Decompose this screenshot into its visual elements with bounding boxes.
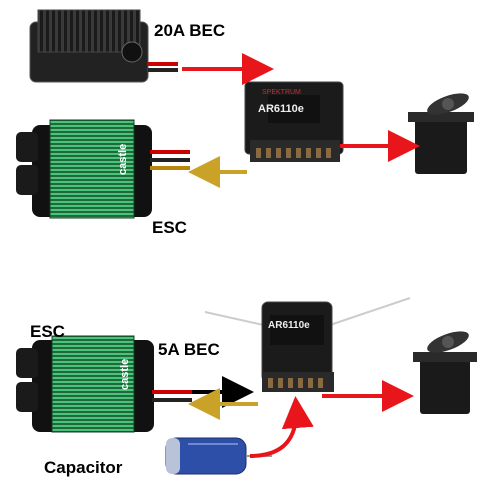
receiver-icon bbox=[204, 297, 411, 392]
esc-icon bbox=[16, 119, 190, 219]
capacitor-label: Capacitor bbox=[44, 458, 123, 477]
esc-bottom-label: ESC bbox=[30, 322, 65, 341]
bec-5a-label: 5A BEC bbox=[158, 340, 220, 359]
capacitor-icon bbox=[165, 437, 272, 475]
esc-top-label: ESC bbox=[152, 218, 187, 237]
receiver-model-bottom: AR6110e bbox=[268, 320, 310, 331]
servo-icon bbox=[413, 331, 477, 414]
esc-brand: castle bbox=[117, 144, 129, 175]
receiver-brand: SPEKTRUM bbox=[262, 89, 301, 96]
bec-module-icon bbox=[29, 9, 178, 83]
esc-brand-bottom: castle bbox=[119, 359, 131, 390]
receiver-model: AR6110e bbox=[258, 103, 304, 115]
bec-20a-label: 20A BEC bbox=[154, 21, 226, 40]
esc-icon bbox=[16, 335, 192, 433]
receiver-icon bbox=[244, 81, 344, 162]
arrow-capacitor-to-receiver bbox=[249, 396, 314, 458]
servo-icon bbox=[408, 93, 474, 174]
